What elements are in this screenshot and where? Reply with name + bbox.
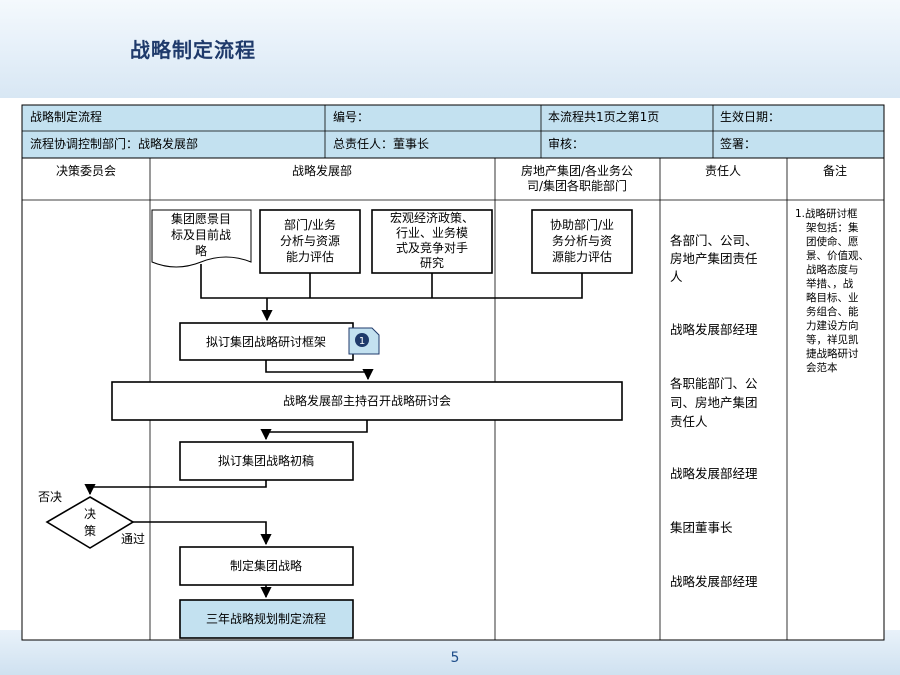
svg-text:团使命、愿: 团使命、愿 (806, 235, 859, 248)
framework-note-marker: 1 (348, 327, 380, 355)
svg-text:架包括：集: 架包括：集 (806, 221, 859, 234)
svg-text:式及竞争对手: 式及竞争对手 (396, 241, 468, 255)
header-process-name: 战略制定流程 (30, 109, 102, 124)
title-band (0, 0, 900, 98)
svg-text:战略发展部主持召开战略研讨会: 战略发展部主持召开战略研讨会 (283, 393, 451, 408)
svg-text:战略态度与: 战略态度与 (806, 263, 859, 276)
lane-header-group-line2: 司/集团各职能部门 (527, 178, 627, 193)
svg-text:会范本: 会范本 (806, 361, 838, 374)
responsible-1-line1: 各部门、公司、 (670, 233, 758, 248)
responsible-list: 各部门、公司、 房地产集团责任 人 战略发展部经理 各职能部门、公 司、房地产集… (670, 233, 758, 589)
marker-badge (355, 333, 369, 347)
svg-text:协助部门/业: 协助部门/业 (550, 217, 614, 232)
svg-text:三年战略规划制定流程: 三年战略规划制定流程 (206, 611, 326, 626)
step-three-year-plan: 三年战略规划制定流程 (179, 599, 354, 639)
responsible-3-line1: 各职能部门、公 (670, 376, 758, 391)
step-formulate-strategy: 制定集团战略 (179, 546, 354, 586)
connector-framework-meeting (265, 360, 374, 381)
svg-text:能力评估: 能力评估 (286, 250, 334, 264)
header-page-count: 本流程共1页之第1页 (548, 109, 659, 124)
page-number: 5 (450, 650, 460, 666)
svg-text:集团愿景目: 集团愿景目 (171, 211, 231, 226)
svg-text:务组合、能: 务组合、能 (806, 305, 859, 318)
responsible-2: 战略发展部经理 (670, 322, 758, 337)
connector-decision-strategy (133, 521, 272, 546)
responsible-3-line2: 司、房地产集团 (670, 395, 758, 410)
connector-draft-decision (84, 480, 267, 496)
svg-text:宏观经济政策、: 宏观经济政策、 (390, 210, 474, 225)
lane-header-strategy-dept: 战略发展部 (292, 163, 352, 178)
lane-header-note: 备注 (823, 163, 847, 178)
svg-text:举措、，战: 举措、，战 (806, 277, 854, 290)
input-doc-vision: 集团愿景目 标及目前战 略 (151, 209, 252, 268)
svg-text:部门/业务: 部门/业务 (284, 217, 336, 232)
svg-text:行业、业务模: 行业、业务模 (396, 225, 468, 240)
responsible-4: 战略发展部经理 (670, 466, 758, 481)
lane-header-committee: 决策委员会 (56, 164, 116, 178)
responsible-5: 集团董事长 (670, 520, 733, 535)
svg-text:源能力评估: 源能力评估 (552, 250, 612, 264)
responsible-6: 战略发展部经理 (670, 574, 758, 589)
svg-text:略: 略 (195, 243, 207, 258)
input-dept-analysis: 部门/业务 分析与资源 能力评估 (259, 209, 361, 274)
step-draft-strategy: 拟订集团战略初稿 (179, 441, 354, 481)
lane-header-group-line1: 房地产集团/各业务公 (521, 163, 633, 178)
svg-text:拟订集团战略研讨框架: 拟订集团战略研讨框架 (206, 334, 326, 349)
header-owner: 总责任人：董事长 (333, 137, 429, 151)
svg-text:等，祥见凯: 等，祥见凯 (806, 333, 859, 346)
responsible-3-line3: 责任人 (670, 414, 708, 429)
svg-text:决: 决 (84, 507, 96, 521)
svg-text:务分析与资: 务分析与资 (552, 233, 612, 248)
svg-text:标及目前战: 标及目前战 (171, 227, 231, 242)
input-connectors (200, 264, 583, 322)
header-review: 审核： (548, 136, 584, 151)
header-table: 战略制定流程 编号： 本流程共1页之第1页 生效日期： 流程协调控制部门：战略发… (21, 104, 885, 159)
svg-text:力建设方向: 力建设方向 (806, 319, 859, 332)
svg-text:拟订集团战略初稿: 拟订集团战略初稿 (218, 453, 314, 468)
input-assist-analysis: 协助部门/业 务分析与资 源能力评估 (531, 209, 633, 274)
slide-title: 战略制定流程 (130, 38, 256, 62)
svg-text:制定集团战略: 制定集团战略 (230, 558, 302, 573)
svg-text:研究: 研究 (420, 255, 444, 270)
svg-text:略目标、业: 略目标、业 (806, 291, 859, 304)
step-draft-framework: 拟订集团战略研讨框架 (179, 322, 354, 361)
lane-header-responsible: 责任人 (705, 164, 741, 178)
pass-label: 通过 (121, 532, 145, 546)
responsible-1-line2: 房地产集团责任 (670, 251, 758, 266)
header-sign: 签署： (720, 136, 756, 151)
svg-text:1: 1 (359, 336, 365, 347)
decision-committee: 决 策 (45, 496, 135, 549)
svg-text:捷战略研讨: 捷战略研讨 (806, 347, 859, 360)
svg-text:景、价值观、: 景、价值观、 (806, 249, 869, 262)
reject-label: 否决 (38, 490, 62, 504)
note-text: 1.战略研讨框 架包括：集 团使命、愿 景、价值观、 战略态度与 举措、，战 略… (795, 207, 869, 374)
svg-text:分析与资源: 分析与资源 (280, 234, 340, 248)
svg-text:1.战略研讨框: 1.战略研讨框 (795, 207, 858, 220)
header-effective-date: 生效日期： (720, 109, 780, 124)
header-control-dept: 流程协调控制部门：战略发展部 (30, 136, 198, 151)
connector-meeting-draft (260, 420, 368, 441)
responsible-1-line3: 人 (670, 269, 683, 284)
input-macro-research: 宏观经济政策、 行业、业务模 式及竞争对手 研究 (371, 209, 493, 274)
header-background (21, 104, 885, 159)
step-strategy-meeting: 战略发展部主持召开战略研讨会 (111, 381, 623, 421)
header-code: 编号： (333, 109, 369, 124)
svg-text:策: 策 (84, 524, 96, 538)
